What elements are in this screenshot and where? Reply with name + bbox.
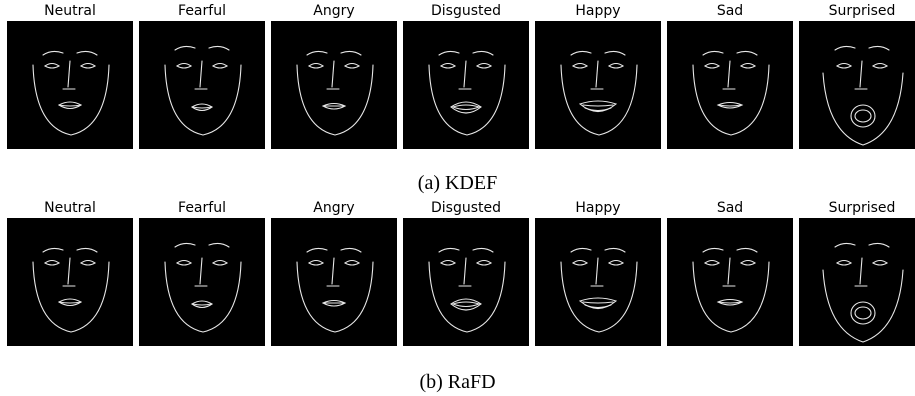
face-landmark-image (271, 218, 397, 346)
expression-label: Surprised (828, 200, 896, 216)
face-landmark-image (139, 21, 265, 149)
expression-label: Happy (575, 200, 621, 216)
face-landmark-image (799, 21, 915, 149)
expression-label: Angry (313, 200, 355, 216)
face-landmark-image (403, 218, 529, 346)
face-landmark-image (7, 21, 133, 149)
expression-label: Disgusted (430, 200, 501, 216)
expression-label: Surprised (828, 3, 896, 19)
face-landmark-image (7, 218, 133, 346)
expression-label: Sad (716, 200, 744, 216)
expression-label: Happy (575, 3, 621, 19)
kdef-caption: (a) KDEF (417, 172, 498, 194)
face-landmark-image (271, 21, 397, 149)
expression-label: Fearful (178, 200, 226, 216)
face-landmark-image (667, 21, 793, 149)
expression-label: Neutral (44, 3, 96, 19)
face-landmark-image (535, 218, 661, 346)
expression-label: Angry (313, 3, 355, 19)
rafd-caption: (b) RaFD (419, 371, 496, 393)
expression-label: Disgusted (430, 3, 501, 19)
face-landmark-image (403, 21, 529, 149)
face-landmark-image (139, 218, 265, 346)
expression-label: Fearful (178, 3, 226, 19)
face-landmark-image (535, 21, 661, 149)
expression-label: Neutral (44, 200, 96, 216)
expression-label: Sad (716, 3, 744, 19)
face-landmark-image (667, 218, 793, 346)
face-landmark-image (799, 218, 915, 346)
